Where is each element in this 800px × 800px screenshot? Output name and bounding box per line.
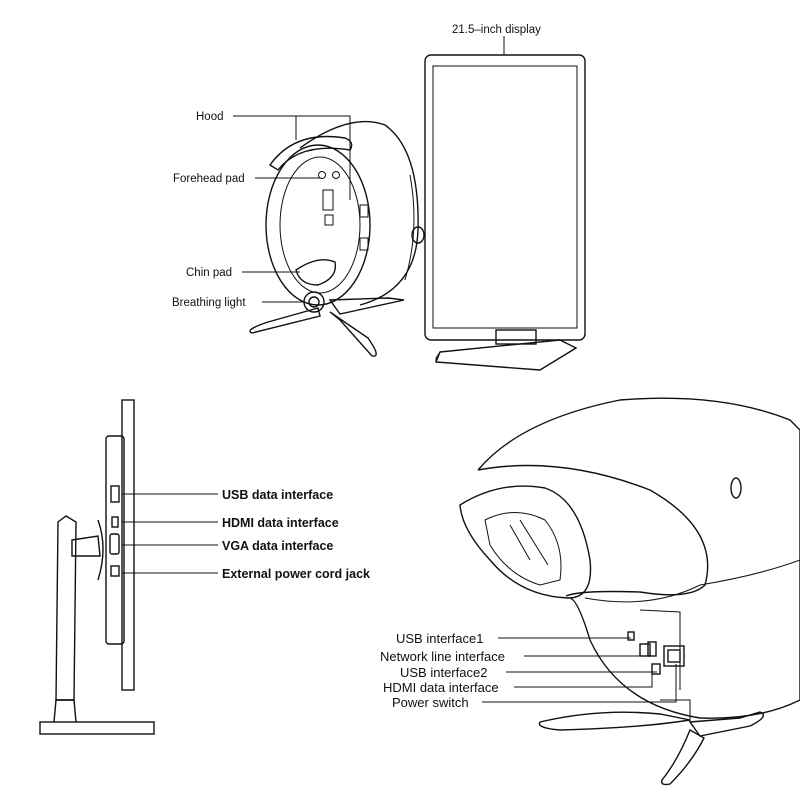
breathing-light-label: Breathing light: [172, 297, 246, 309]
hdmi-data-interface-back-label: HDMI data interface: [383, 680, 499, 695]
usb-data-interface-label: USB data interface: [222, 488, 333, 502]
device-hood-lip: [477, 464, 709, 597]
monitor-stand-pole: [55, 515, 77, 701]
device-stand-leg-front: [660, 728, 705, 786]
power-jack-icon: [110, 565, 120, 577]
hdmi-port-icon: [111, 516, 119, 528]
hood-label: Hood: [196, 111, 224, 123]
device-stand-leg-right: [688, 711, 764, 737]
device-back-body: [477, 397, 800, 719]
display-monitor: [424, 54, 586, 371]
network-line-interface-label: Network line interface: [380, 649, 505, 664]
device-front-opening: [459, 485, 592, 599]
monitor-side-diagram: USB data interface HDMI data interface V…: [39, 399, 370, 735]
power-switch-icon: [663, 645, 685, 667]
display-label: 21.5–inch display: [452, 24, 541, 36]
monitor-stand-base: [39, 721, 155, 735]
vga-port-icon: [109, 533, 120, 555]
monitor-back-housing: [105, 435, 125, 645]
usb1-port-icon: [627, 631, 635, 641]
forehead-pad-label: Forehead pad: [173, 173, 245, 185]
analyzer-body: [265, 120, 425, 313]
hdmi-data-interface-label: HDMI data interface: [222, 516, 339, 530]
monitor-hinge: [97, 519, 104, 581]
device-stand-leg-left: [538, 711, 691, 731]
chin-pad-label: Chin pad: [186, 267, 232, 279]
usb-interface1-label: USB interface1: [396, 631, 483, 646]
device-top-oval: [730, 477, 742, 499]
vga-data-interface-label: VGA data interface: [222, 539, 333, 553]
device-back-diagram: USB interface1 Network line interface US…: [380, 397, 800, 786]
monitor-stand-arm: [71, 535, 101, 557]
top-diagram: 21.5–inch display Hood Forehead pad Chin…: [172, 24, 586, 371]
usb-interface2-label: USB interface2: [400, 665, 487, 680]
power-switch-label: Power switch: [392, 695, 469, 710]
hdmi2-port-icon: [651, 663, 661, 675]
top-leader-lines: [233, 36, 505, 303]
usb-port-icon: [110, 485, 120, 503]
analyzer-stand: [249, 297, 405, 357]
power-cord-jack-label: External power cord jack: [222, 567, 370, 581]
